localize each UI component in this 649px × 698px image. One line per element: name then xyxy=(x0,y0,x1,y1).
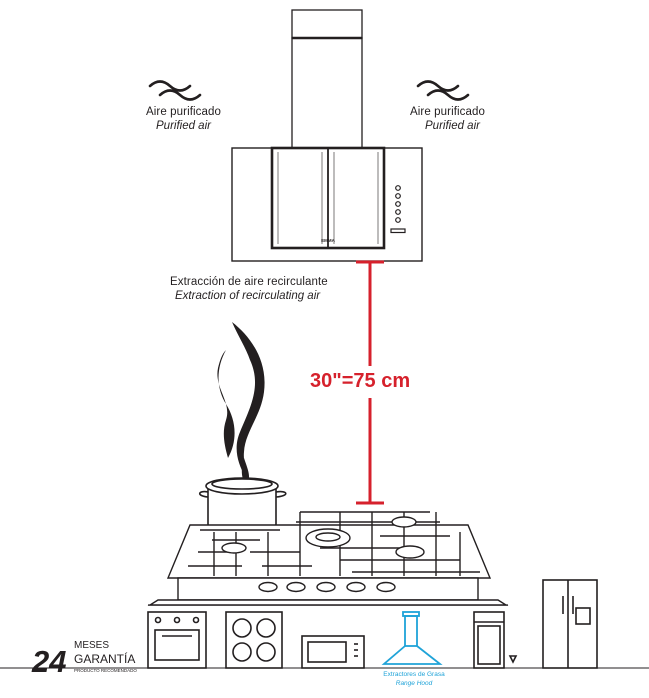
warranty-word-months: MESES xyxy=(74,640,109,651)
right-air-label-en: Purified air xyxy=(425,120,480,132)
purified-air-left-icon xyxy=(148,80,202,101)
range-hood-category-label-en[interactable]: Range Hood xyxy=(395,680,433,687)
hood-chimney xyxy=(291,9,363,149)
left-air-label-es: Aire purificado xyxy=(146,106,222,118)
smoke-icon xyxy=(217,322,265,486)
gas-cooktop xyxy=(147,511,509,606)
left-air-label-en: Purified air xyxy=(156,120,211,132)
distance-label: 30"=75 cm xyxy=(308,370,413,393)
hood-brand-mark: EMMA xyxy=(321,238,335,243)
refrigerator-icon xyxy=(542,579,598,669)
purified-air-right-icon xyxy=(416,80,470,101)
warranty-logo: 24 MESES GARANTÍA PRODUCTO RECOMENDADO xyxy=(31,640,137,679)
hood-control-buttons xyxy=(390,185,406,234)
extraction-label-es: Extracción de aire recirculante xyxy=(170,276,328,288)
microwave-icon xyxy=(301,635,365,669)
right-air-label-es: Aire purificado xyxy=(410,106,486,118)
dishwasher-icon xyxy=(473,611,518,669)
warranty-number: 24 xyxy=(31,644,66,679)
range-hood-icon[interactable] xyxy=(381,611,443,665)
cooktop-icon xyxy=(225,611,283,669)
extraction-label-en: Extraction of recirculating air xyxy=(175,290,321,302)
warranty-small-text: PRODUCTO RECOMENDADO xyxy=(74,668,137,673)
range-hood-category-label-es[interactable]: Extractores de Grasa xyxy=(383,671,445,678)
oven-icon xyxy=(147,611,207,669)
hood-body xyxy=(231,146,423,262)
cooking-pot xyxy=(198,477,287,531)
distance-indicator xyxy=(356,260,384,505)
warranty-word-guarantee: GARANTÍA xyxy=(74,651,135,666)
